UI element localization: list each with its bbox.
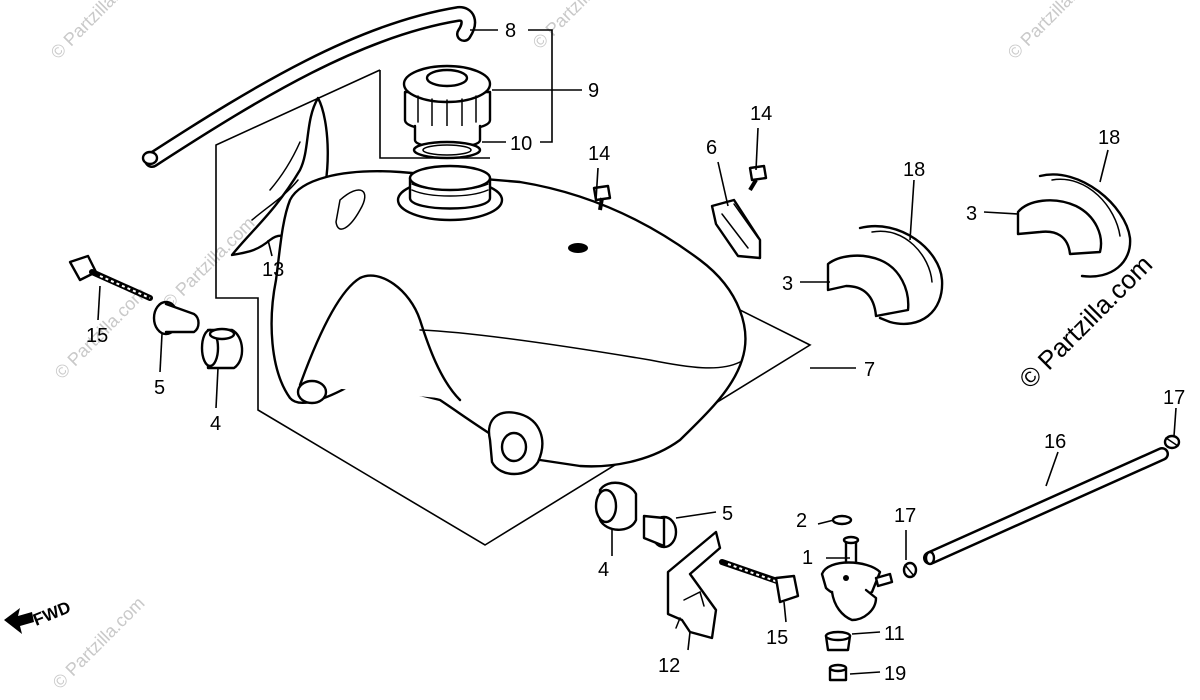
callout-7: 7 bbox=[864, 359, 875, 381]
knee-pad-right-b-part bbox=[1016, 173, 1132, 278]
callout-4b: 4 bbox=[598, 559, 609, 581]
bolt-left-part bbox=[68, 254, 153, 301]
fuel-cock-part bbox=[820, 535, 894, 622]
collar-left-part bbox=[152, 300, 200, 336]
callout-4a: 4 bbox=[210, 413, 221, 435]
tube-clip-upper-part bbox=[1163, 434, 1181, 450]
collar-lower-part bbox=[642, 514, 678, 549]
callout-10: 10 bbox=[510, 133, 532, 155]
callout-11: 11 bbox=[884, 623, 905, 645]
leader-lines bbox=[97, 29, 1177, 675]
watermark-tl: © Partzilla.com bbox=[47, 0, 147, 63]
fuel-hose-part bbox=[141, 5, 477, 168]
callout-15b: 15 bbox=[766, 627, 788, 649]
callout-18a: 18 bbox=[903, 159, 925, 181]
callout-3b: 3 bbox=[966, 203, 977, 225]
callout-15a: 15 bbox=[86, 325, 108, 347]
callout-labels: 8 9 10 13 14 14 6 18 18 3 3 7 15 5 4 4 5… bbox=[86, 20, 1185, 685]
knee-pad-right-a-part bbox=[826, 225, 944, 325]
tank-bracket-part bbox=[666, 530, 722, 640]
washer-part bbox=[831, 514, 853, 526]
fwd-label: FWD bbox=[30, 598, 73, 630]
rubber-cushion-left-part bbox=[200, 327, 244, 370]
sediment-cup-part bbox=[824, 630, 852, 652]
callout-3a: 3 bbox=[782, 273, 793, 295]
callout-14a: 14 bbox=[588, 143, 610, 165]
callout-6: 6 bbox=[706, 137, 717, 159]
callout-5b: 5 bbox=[722, 503, 733, 525]
fuel-tube-part bbox=[923, 447, 1169, 566]
callout-2: 2 bbox=[796, 510, 807, 532]
clip-part bbox=[710, 198, 762, 260]
bolt-top-b-part bbox=[748, 164, 768, 192]
bolt-lower-part bbox=[719, 559, 800, 604]
callout-16: 16 bbox=[1044, 431, 1066, 453]
callout-1: 1 bbox=[802, 547, 813, 569]
callout-18b: 18 bbox=[1098, 127, 1120, 149]
callout-8: 8 bbox=[505, 20, 516, 42]
callout-13: 13 bbox=[262, 259, 284, 281]
watermark-tr: © Partzilla.com bbox=[1004, 0, 1104, 63]
screw-part bbox=[828, 663, 848, 682]
callout-9: 9 bbox=[588, 80, 599, 102]
tube-clip-lower-part bbox=[902, 561, 918, 579]
callout-17b: 17 bbox=[894, 505, 916, 527]
callout-17a: 17 bbox=[1163, 387, 1185, 409]
rubber-cushion-lower-part bbox=[594, 481, 638, 531]
cap-gasket-part bbox=[412, 140, 482, 160]
fwd-arrow: FWD bbox=[4, 598, 73, 634]
callout-14b: 14 bbox=[750, 103, 772, 125]
fuel-tank-part bbox=[270, 164, 747, 476]
callout-5a: 5 bbox=[154, 377, 165, 399]
bolt-top-a-part bbox=[592, 184, 612, 211]
watermark-top: © Partzilla.com bbox=[529, 0, 629, 53]
fuel-cap-part bbox=[402, 64, 492, 149]
callout-19: 19 bbox=[884, 663, 906, 685]
callout-12: 12 bbox=[658, 655, 680, 677]
